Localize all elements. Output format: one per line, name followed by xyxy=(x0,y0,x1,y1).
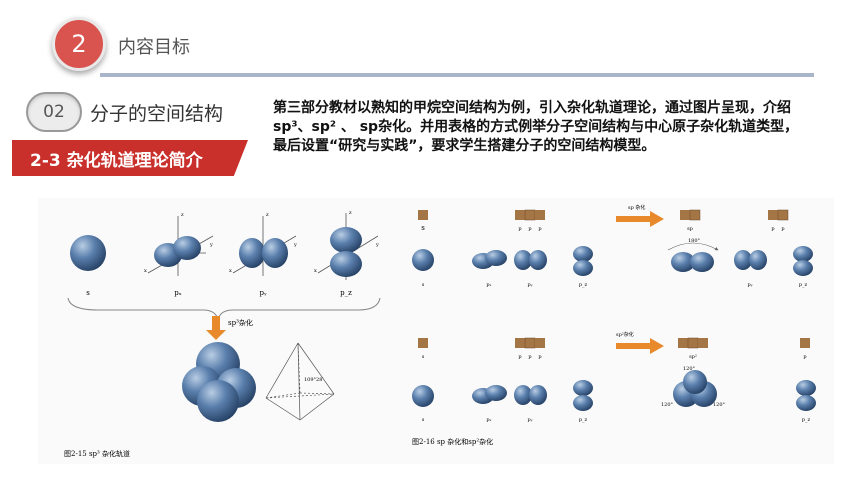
subsection-title: 分子的空间结构 xyxy=(90,103,224,125)
py-orbital-left xyxy=(232,216,297,276)
figure-caption-right: 图2-16 sp 杂化和sp²杂化 xyxy=(412,437,493,446)
section-number-badge: 2 xyxy=(52,17,106,71)
py-label: pᵧ xyxy=(527,417,532,423)
orbital-figure-svg: z x y z x y z x y s pₓ pᵧ p_z sp³杂化 109°… xyxy=(64,204,816,458)
sp2-boxes xyxy=(678,337,708,349)
grouping-brace xyxy=(67,297,381,321)
header-divider xyxy=(100,73,814,77)
s-label: s xyxy=(422,282,425,288)
p-box-label: p xyxy=(528,354,531,360)
topic-banner xyxy=(12,140,248,176)
s-box-label: s xyxy=(422,354,425,360)
s-box-label: s xyxy=(421,224,425,232)
p-boxes-top xyxy=(515,209,545,221)
sp2-angle-label: 120° xyxy=(713,402,726,408)
sp2-angle-label: 120° xyxy=(661,402,674,408)
px-label: pₓ xyxy=(174,289,181,297)
axis-z-label: z xyxy=(266,212,269,218)
p-box-label: p xyxy=(771,226,774,232)
topic-banner-text: 2-3 杂化轨道理论简介 xyxy=(30,151,203,171)
tetrahedron-diagram xyxy=(265,342,335,421)
s-orbital-left xyxy=(70,235,106,271)
py-label: pᵧ xyxy=(259,289,266,297)
sp3-arrow xyxy=(206,316,226,340)
remaining-p-boxes-top xyxy=(768,209,789,221)
p-box-label: p xyxy=(538,226,541,232)
axis-x-label: x xyxy=(229,268,232,274)
p-box-label: p xyxy=(518,354,521,360)
pz-label: p_z xyxy=(579,417,588,423)
s-label: s xyxy=(86,289,90,297)
p-box-label: p xyxy=(781,226,784,232)
px-label: pₓ xyxy=(486,417,491,423)
p-box-label: p xyxy=(538,354,541,360)
sp-angle-label: 180° xyxy=(688,238,701,244)
axis-z-label: z xyxy=(181,212,184,218)
axis-x-label: x xyxy=(144,268,147,274)
axis-y-label: y xyxy=(293,242,297,248)
figure-caption-left: 图2-15 sp³ 杂化轨道 xyxy=(64,449,130,458)
px-orbital-left xyxy=(147,216,214,276)
pz-label: p_z xyxy=(802,417,811,423)
sp-box-label: sp xyxy=(687,226,693,232)
axis-z-label: z xyxy=(349,210,352,216)
sp2-angle-label: 120° xyxy=(683,366,696,372)
sp-row: s p p p sp 杂化 sp p p xyxy=(412,204,813,288)
sp2-box-label: sp² xyxy=(689,354,697,360)
sp-arrow-label: sp 杂化 xyxy=(628,204,645,211)
p-box-label: p xyxy=(528,226,531,232)
pz-label: p_z xyxy=(799,282,808,288)
description-paragraph: 第三部分教材以熟知的甲烷空间结构为例，引入杂化轨道理论，通过图片呈现，介绍sp³… xyxy=(273,100,799,154)
py-label: pᵧ xyxy=(527,282,532,288)
axis-x-label: x xyxy=(314,268,317,274)
s-label: s xyxy=(422,417,425,423)
p-box-label: p xyxy=(803,354,806,360)
sp3-arrow-label: sp³杂化 xyxy=(228,318,253,327)
axis-y-label: y xyxy=(375,242,379,248)
orbital-figure: z x y z x y z x y s pₓ pᵧ p_z sp³杂化 109°… xyxy=(38,198,834,464)
sp-boxes xyxy=(680,209,701,221)
sp2-row: s p p p sp²杂化 sp² p 120° 120° xyxy=(412,331,816,423)
sp3-hybrid-orbitals xyxy=(182,342,256,422)
subsection-number-badge: 02 xyxy=(26,92,82,132)
sp2-arrow-label: sp²杂化 xyxy=(616,331,634,338)
page-title: 内容目标 xyxy=(118,37,190,58)
px-label: pₓ xyxy=(486,282,491,288)
py-label: pᵧ xyxy=(747,282,752,288)
pz-orbital-left xyxy=(317,213,379,280)
tetrahedral-angle-label: 109°28′ xyxy=(304,377,324,383)
p-box-label: p xyxy=(518,226,521,232)
p-boxes-bottom xyxy=(515,337,545,349)
pz-label: p_z xyxy=(579,282,588,288)
axis-y-label: y xyxy=(209,242,213,248)
pz-label: p_z xyxy=(340,289,352,297)
